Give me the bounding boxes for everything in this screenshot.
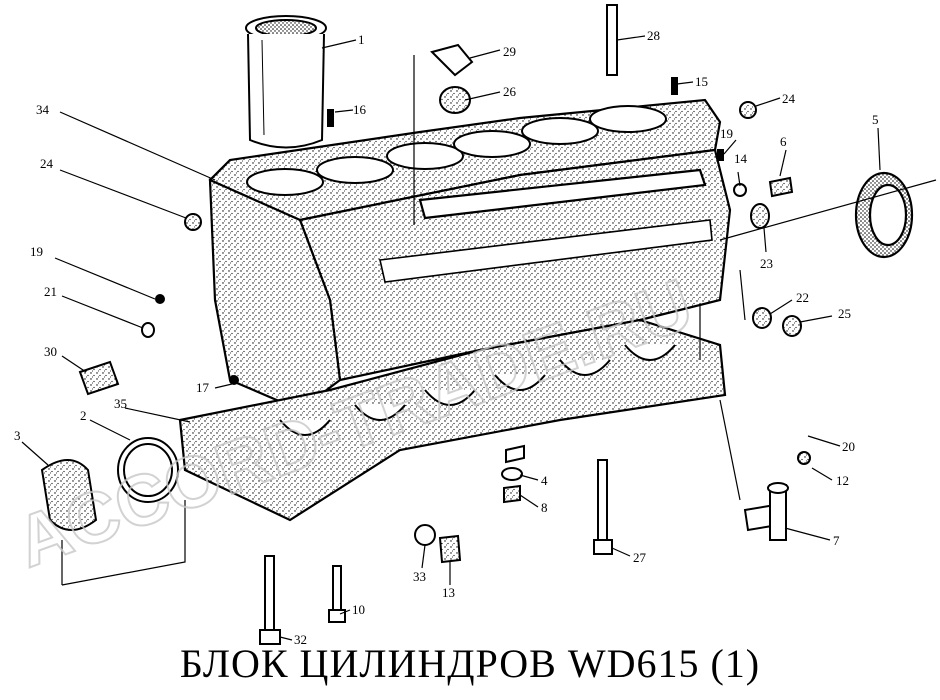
callout-7: 7 (833, 533, 840, 548)
bushing (78, 360, 120, 396)
callout-5: 5 (872, 112, 879, 127)
callout-19-left: 19 (30, 244, 43, 259)
callout-8: 8 (541, 500, 548, 515)
callout-34: 34 (36, 102, 50, 117)
plugs-and-caps (141, 43, 811, 564)
callout-16: 16 (353, 102, 367, 117)
callout-4: 4 (541, 473, 548, 488)
callout-29: 29 (503, 44, 516, 59)
callout-20: 20 (842, 439, 855, 454)
page-title: БЛОК ЦИЛИНДРОВ WD615 (1) (179, 641, 761, 686)
callout-10: 10 (352, 602, 365, 617)
callout-27: 27 (633, 550, 647, 565)
cylinder-liner (245, 15, 327, 149)
bearing-saddles (279, 344, 676, 436)
callout-33: 33 (413, 569, 426, 584)
leader-lines (21, 35, 937, 641)
callout-2: 2 (80, 408, 87, 423)
callout-1: 1 (358, 32, 365, 47)
callout-24-left: 24 (40, 156, 54, 171)
cylinder-block (178, 98, 732, 522)
callout-26: 26 (503, 84, 517, 99)
callout-17: 17 (196, 380, 210, 395)
callout-23: 23 (760, 256, 773, 271)
callout-24-top: 24 (782, 91, 796, 106)
callout-25: 25 (838, 306, 851, 321)
callout-12: 12 (836, 473, 849, 488)
callout-labels: 1 16 29 28 26 15 24 5 34 19 14 6 24 23 1… (14, 28, 879, 647)
callout-28: 28 (647, 28, 660, 43)
callout-32: 32 (294, 632, 307, 647)
callout-35: 35 (114, 396, 127, 411)
callout-21: 21 (44, 284, 57, 299)
callout-13: 13 (442, 585, 455, 600)
bolts-and-studs (259, 4, 789, 645)
callout-15: 15 (695, 74, 708, 89)
callout-14: 14 (734, 151, 748, 166)
cylinder-bores (246, 105, 667, 196)
callout-22: 22 (796, 290, 809, 305)
callout-6: 6 (780, 134, 787, 149)
callout-30: 30 (44, 344, 57, 359)
callout-3: 3 (14, 428, 21, 443)
thrust-bearing (40, 437, 186, 586)
callout-19-right: 19 (720, 126, 733, 141)
rear-seal-ring (854, 171, 914, 259)
